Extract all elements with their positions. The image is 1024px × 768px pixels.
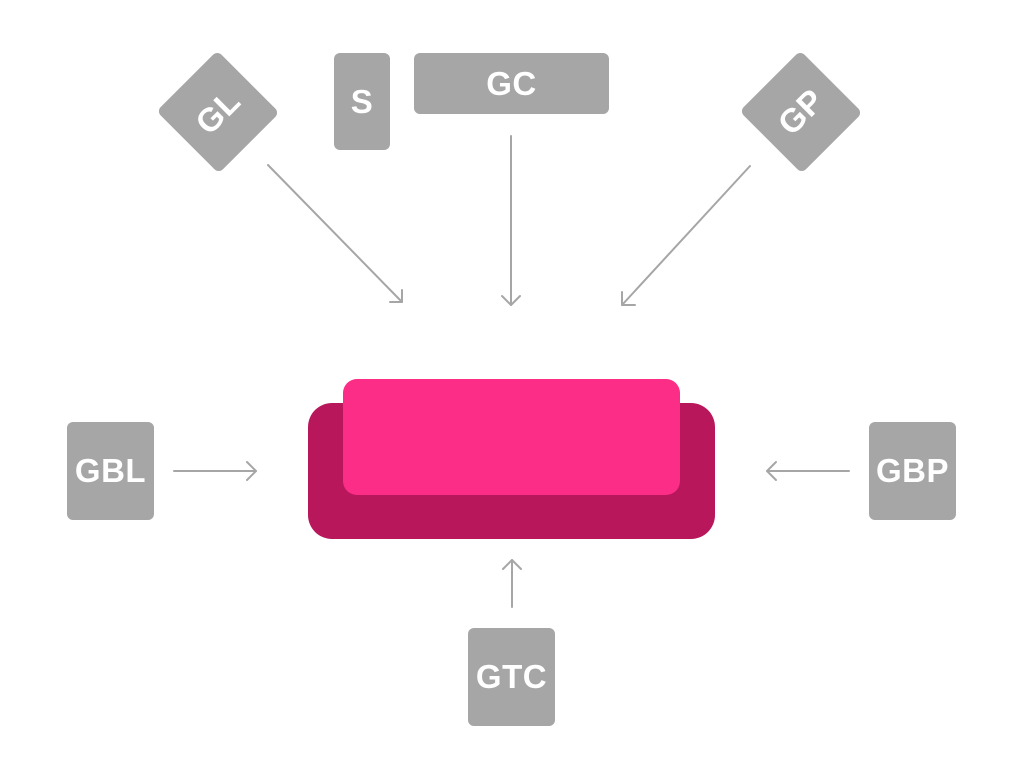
center-block-front <box>343 379 680 495</box>
node-gtc: GTC <box>468 628 555 726</box>
node-gbp-label: GBP <box>875 452 949 489</box>
node-s: S <box>334 53 390 150</box>
node-gbl: GBL <box>67 422 154 520</box>
arrow-gtc-to-center <box>502 559 522 608</box>
node-gl-label: GL <box>188 82 248 142</box>
node-gc: GC <box>414 53 609 114</box>
node-gc-label: GC <box>486 64 537 102</box>
node-gbp: GBP <box>869 422 956 520</box>
arrow-gl-to-center <box>267 164 403 303</box>
node-gp-label: GP <box>770 81 831 142</box>
arrow-gc-to-center <box>501 135 521 306</box>
node-gtc-label: GTC <box>475 658 548 695</box>
arrow-gbl-to-center <box>173 461 257 481</box>
arrow-gp-to-center <box>621 165 751 306</box>
node-s-label: S <box>350 82 374 120</box>
arrow-gbp-to-center <box>766 461 850 481</box>
node-gbl-label: GBL <box>74 452 147 489</box>
